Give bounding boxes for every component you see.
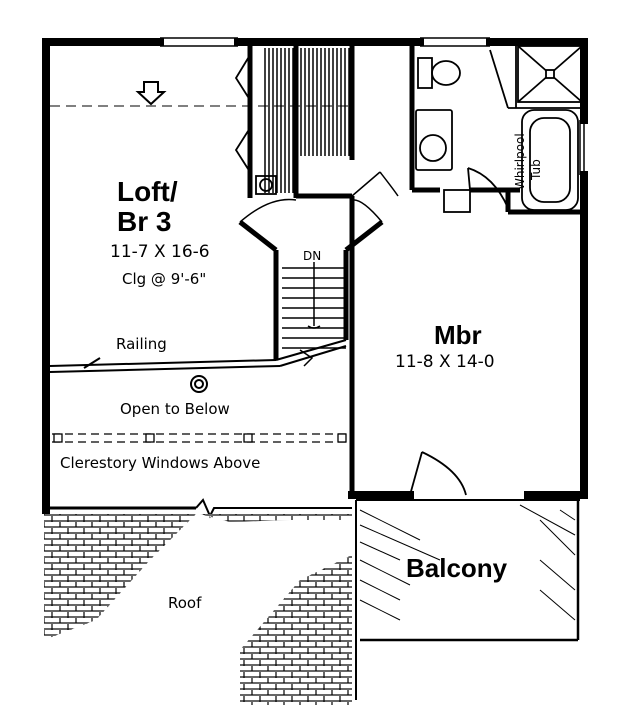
stairs xyxy=(282,262,346,367)
top-windows xyxy=(160,37,585,175)
hall-angled-walls xyxy=(238,220,384,252)
clerestory-windows xyxy=(52,433,347,443)
balcony-outline xyxy=(355,499,580,700)
railing-label: Railing xyxy=(116,335,167,353)
closet-doors xyxy=(234,54,277,195)
whirlpool-label-line2: Tub xyxy=(529,159,543,180)
closet-hatch-left xyxy=(262,48,294,193)
loft-name-line1: Loft/ xyxy=(117,176,178,207)
bath-door xyxy=(443,167,509,213)
arrow-down-icon xyxy=(135,81,167,106)
balcony-decking xyxy=(359,504,576,621)
ceiling-light-icon xyxy=(190,375,208,393)
exterior-walls xyxy=(42,38,588,514)
closet-hatch-right xyxy=(300,48,350,156)
clerestory-label: Clerestory Windows Above xyxy=(60,454,261,472)
mbr-name: Mbr xyxy=(434,320,482,350)
railing xyxy=(49,339,347,373)
roof-shingles-right xyxy=(240,555,352,705)
balcony-name: Balcony xyxy=(406,553,508,583)
roof-name: Roof xyxy=(168,594,202,612)
bath-fixtures xyxy=(415,45,584,211)
mbr-size: 11-8 X 14-0 xyxy=(395,352,495,372)
hall-doors xyxy=(239,171,399,223)
roof-shingles-left xyxy=(44,514,196,640)
roof-shingles-left-upper xyxy=(200,514,352,522)
open-to-below-label: Open to Below xyxy=(120,400,230,418)
whirlpool-label-line1: Whirlpool xyxy=(513,133,527,190)
mbr-door xyxy=(409,451,467,496)
stair-down-label: DN xyxy=(303,249,322,263)
loft-size: 11-7 X 16-6 xyxy=(110,242,210,262)
loft-name-line2: Br 3 xyxy=(117,206,172,237)
break-line xyxy=(195,498,352,519)
loft-ceiling: Clg @ 9'-6" xyxy=(122,270,207,288)
